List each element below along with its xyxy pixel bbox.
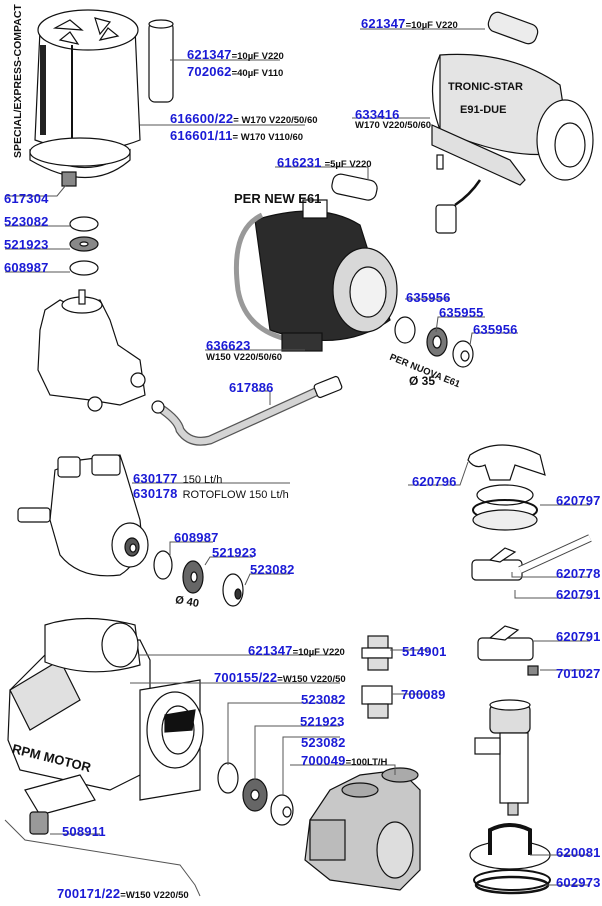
part-label-521923-a[interactable]: 521923 xyxy=(4,237,49,252)
coupling-stack-illustration xyxy=(69,216,99,276)
part-label-621347-b[interactable]: 621347=10µF V220 xyxy=(361,16,458,31)
part-label-616601-11[interactable]: 616601/11= W170 V110/60 xyxy=(170,128,304,143)
part-label-700049[interactable]: 700049=100LT/H xyxy=(301,753,388,768)
sight-glass-illustration xyxy=(474,699,531,816)
part-label-620797[interactable]: 620797 xyxy=(556,493,601,508)
valve-620778-illustration xyxy=(471,534,592,581)
leader-lines xyxy=(4,28,590,897)
steam-knob-620796-illustration xyxy=(467,444,546,531)
part-label-620778[interactable]: 620778 xyxy=(556,566,601,581)
part-label-617304[interactable]: 617304 xyxy=(4,191,49,206)
part-label-635956-a[interactable]: 635956 xyxy=(406,290,451,305)
part-label-617886[interactable]: 617886 xyxy=(229,380,274,395)
part-label-621347-a[interactable]: 621347=10µF V220 xyxy=(187,47,284,62)
part-label-608987-b[interactable]: 608987 xyxy=(174,530,219,545)
part-label-620791-a[interactable]: 620791 xyxy=(556,587,601,602)
motor-special-express-compact-illustration xyxy=(29,9,141,187)
fitting-514901-illustration xyxy=(361,635,393,671)
part-label-636623[interactable]: 636623 xyxy=(206,338,251,353)
part-label-508911[interactable]: 508911 xyxy=(62,824,106,839)
cap-620081-illustration xyxy=(469,823,551,895)
part-label-523082-b[interactable]: 523082 xyxy=(250,562,295,577)
part-label-621347-c[interactable]: 621347=10µF V220 xyxy=(248,643,345,658)
part-label-616231[interactable]: 616231=5µF V220 xyxy=(277,155,372,170)
part-label-701027[interactable]: 701027 xyxy=(556,666,601,681)
capacitor-621347-illustration xyxy=(148,19,174,103)
part-label-514901[interactable]: 514901 xyxy=(402,644,447,659)
valve-620791-illustration xyxy=(477,625,539,676)
part-label-620081[interactable]: 620081 xyxy=(556,845,601,860)
spec-636623: W150 V220/50/60 xyxy=(206,352,283,363)
part-label-702062[interactable]: 702062=40µF V110 xyxy=(187,64,284,79)
fitting-700089-illustration xyxy=(361,685,393,719)
part-label-633416[interactable]: 633416 xyxy=(355,107,400,122)
coupling-set-40-illustration xyxy=(153,550,244,607)
part-label-602973[interactable]: 602973 xyxy=(556,875,601,890)
part-label-620796[interactable]: 620796 xyxy=(412,474,457,489)
pump-700049-illustration xyxy=(304,767,421,891)
coupling-set-rpm-illustration xyxy=(217,762,294,826)
part-label-521923-b[interactable]: 521923 xyxy=(212,545,257,560)
part-label-620791-b[interactable]: 620791 xyxy=(556,629,601,644)
part-label-616600-22[interactable]: 616600/22= W170 V220/50/60 xyxy=(170,111,318,126)
part-label-608987-a[interactable]: 608987 xyxy=(4,260,49,275)
part-label-635955[interactable]: 635955 xyxy=(439,305,484,320)
spec-633416: W170 V220/50/60 xyxy=(355,120,432,131)
part-label-700089[interactable]: 700089 xyxy=(401,687,446,702)
braided-hose-617886-illustration xyxy=(151,375,343,446)
per-new-e61-heading: PER NEW E61 xyxy=(234,191,322,206)
part-label-635956-b[interactable]: 635956 xyxy=(473,322,518,337)
vane-pump-illustration xyxy=(37,289,146,412)
side-title: SPECIAL/EXPRESS-COMPACT xyxy=(12,4,24,158)
part-label-700171-22[interactable]: 700171/22=W150 V220/50 xyxy=(57,886,189,901)
rpm-motor-illustration xyxy=(7,617,204,835)
capacitor-616231-illustration xyxy=(331,173,378,201)
part-label-523082-c[interactable]: 523082 xyxy=(301,692,346,707)
diameter-35-note: Ø 35 xyxy=(409,374,436,388)
part-label-521923-c[interactable]: 521923 xyxy=(300,714,345,729)
tronic-star-heading: TRONIC-STAR xyxy=(448,81,523,93)
e91-due-heading: E91-DUE xyxy=(460,104,507,116)
motor-tronic-star-illustration xyxy=(431,11,594,234)
motor-e61-illustration xyxy=(233,199,398,352)
rotoflow-pump-illustration xyxy=(17,454,149,577)
part-label-523082-d[interactable]: 523082 xyxy=(301,735,346,750)
coupling-set-e61-illustration xyxy=(394,316,474,368)
part-label-523082-a[interactable]: 523082 xyxy=(4,214,49,229)
part-label-700155-22[interactable]: 700155/22=W150 V220/50 xyxy=(214,670,346,685)
